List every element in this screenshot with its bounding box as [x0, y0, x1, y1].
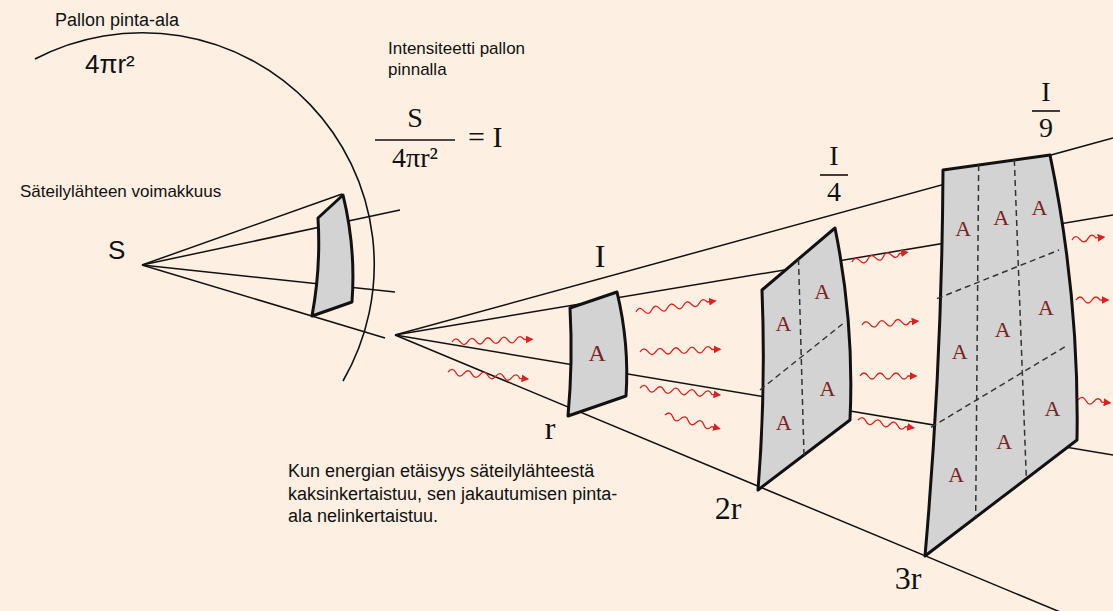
area-unit-label: A — [1044, 398, 1060, 420]
source-rays — [142, 194, 400, 338]
source-strength-label: Säteilylähteen voimakkuus — [20, 182, 221, 202]
intensity-title: Intensiteetti pallon pinnalla — [388, 38, 568, 81]
area-formula: 4πr² — [85, 50, 135, 80]
area-patch: A — [564, 288, 638, 420]
explanation-note: Kun energian etäisyys säteilylähteestä k… — [288, 460, 618, 528]
patch-outline — [754, 224, 866, 494]
fraction-bar — [820, 174, 848, 176]
area-unit-label: A — [589, 341, 606, 365]
area-unit-label: A — [775, 313, 791, 335]
area-unit-label: A — [776, 412, 792, 434]
distance-label: 2r — [715, 490, 742, 527]
fraction-denominator: 9 — [1039, 112, 1053, 144]
fraction-bar — [375, 139, 455, 141]
distance-label: 3r — [895, 560, 922, 597]
area-unit-label: A — [948, 464, 964, 486]
sphere-arc — [35, 33, 374, 381]
area-patch: A A A A — [754, 224, 866, 494]
fraction-numerator: I — [1041, 76, 1050, 108]
area-unit-label: A — [1031, 197, 1047, 219]
area-unit-label: A — [1038, 297, 1054, 319]
sphere-patch — [312, 195, 353, 316]
area-unit-label: A — [952, 341, 968, 363]
sphere-area-title: Pallon pinta-ala — [55, 10, 179, 31]
equals-intensity: = I — [468, 120, 502, 155]
source-label: S — [108, 236, 125, 266]
area-patch: AAAAAAAAA — [921, 151, 1097, 560]
intensity-label: I — [595, 238, 606, 275]
distance-label: r — [545, 410, 556, 447]
fraction-bar — [1032, 110, 1060, 112]
fraction-denominator: 4 — [827, 176, 841, 208]
area-unit-label: A — [996, 431, 1012, 453]
fraction-denominator: 4πr² — [392, 142, 438, 174]
area-unit-label: A — [993, 207, 1009, 229]
area-unit-label: A — [814, 281, 830, 303]
cone-lines — [395, 138, 1113, 611]
fraction-numerator: I — [829, 140, 838, 172]
area-unit-label: A — [819, 378, 835, 400]
fraction-numerator: S — [407, 102, 423, 134]
area-unit-label: A — [995, 319, 1011, 341]
area-unit-label: A — [955, 218, 971, 240]
